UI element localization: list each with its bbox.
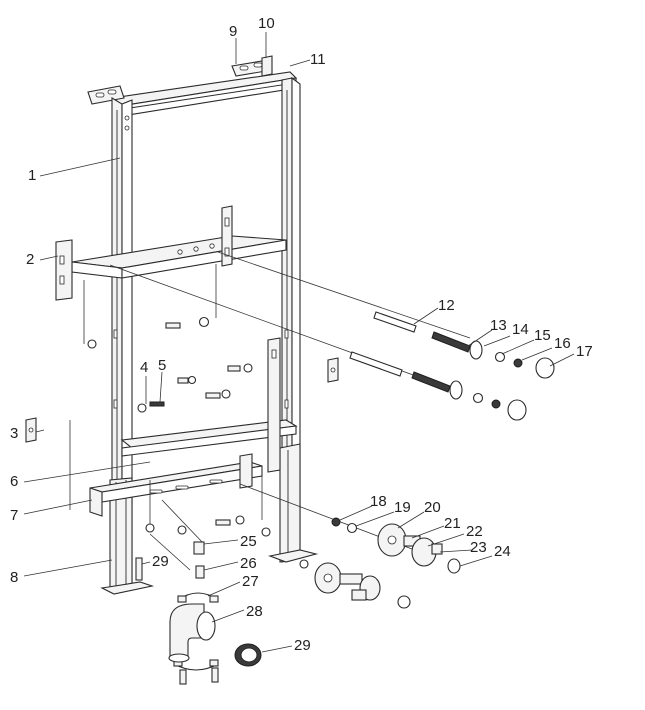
lower-crossbar-frame xyxy=(89,453,263,517)
callout-27: 27 xyxy=(242,573,259,590)
drain-elbow-pipe xyxy=(168,603,216,663)
callout-11: 11 xyxy=(310,51,326,68)
callout-5: 5 xyxy=(158,357,166,374)
callout-16: 16 xyxy=(554,335,571,352)
crossbar-bracket-right xyxy=(221,205,233,267)
callout-29-upper: 29 xyxy=(152,553,169,570)
callout-10: 10 xyxy=(258,15,275,32)
callout-6: 6 xyxy=(10,473,18,490)
horizontal-crossbar xyxy=(71,235,287,279)
callout-26: 26 xyxy=(240,555,257,572)
drain-seal-ring xyxy=(234,643,262,667)
callout-19: 19 xyxy=(394,499,411,516)
bolts-and-washers-upper xyxy=(87,316,253,413)
callout-17: 17 xyxy=(576,343,593,360)
callout-labels: 1 2 3 4 5 6 7 8 9 10 11 12 13 14 15 16 1… xyxy=(10,15,593,654)
threaded-rod-assembly-lower xyxy=(349,351,527,421)
callout-25: 25 xyxy=(240,533,257,550)
water-connection-set-lower xyxy=(299,559,411,609)
adjustable-feet xyxy=(100,443,319,595)
drain-pipe-clamp xyxy=(173,592,219,671)
bolts-and-washers-lower xyxy=(135,515,271,685)
callout-20: 20 xyxy=(424,499,441,516)
callout-leader-lines xyxy=(23,32,575,653)
callout-9: 9 xyxy=(229,23,237,40)
top-mounting-bracket-right xyxy=(231,55,273,77)
callout-8: 8 xyxy=(10,569,18,586)
callout-12: 12 xyxy=(438,297,455,314)
threaded-rod-assembly-upper xyxy=(373,311,555,379)
callout-28: 28 xyxy=(246,603,263,620)
callout-1: 1 xyxy=(28,167,36,184)
callout-2: 2 xyxy=(26,251,34,268)
callout-4: 4 xyxy=(140,359,148,376)
callout-22: 22 xyxy=(466,523,483,540)
callout-21: 21 xyxy=(444,515,461,532)
callout-18: 18 xyxy=(370,493,387,510)
frame-top-rail xyxy=(110,71,298,117)
callout-7: 7 xyxy=(10,507,18,524)
callout-29-lower: 29 xyxy=(294,637,311,654)
vertical-support-bracket xyxy=(267,337,281,473)
callout-23: 23 xyxy=(470,539,487,556)
callout-15: 15 xyxy=(534,327,551,344)
wall-anchor-plates xyxy=(25,357,339,443)
water-connection-set-upper xyxy=(331,517,461,574)
callout-3: 3 xyxy=(10,425,18,442)
crossbar-bracket-left xyxy=(55,239,73,301)
callout-14: 14 xyxy=(512,321,529,338)
mid-crossbar xyxy=(120,419,298,457)
callout-13: 13 xyxy=(490,317,507,334)
callout-24: 24 xyxy=(494,543,511,560)
